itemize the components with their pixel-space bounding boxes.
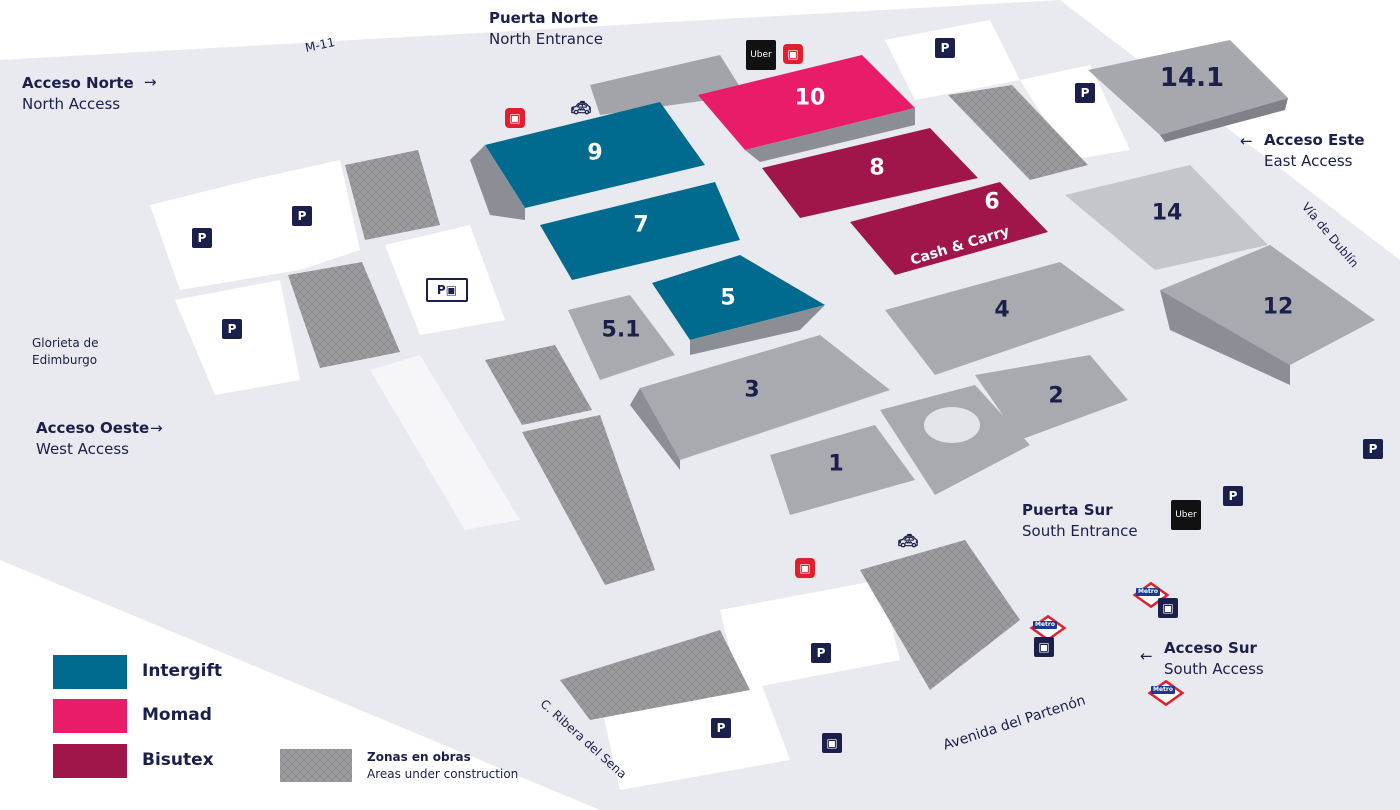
bus-parking-icon: P▣ bbox=[426, 278, 468, 302]
hall-12[interactable]: 12 bbox=[1262, 294, 1294, 320]
taxi-icon: 🚕︎ bbox=[897, 530, 919, 550]
parking-icon: P bbox=[935, 38, 955, 58]
legend-construction-en: Areas under construction bbox=[367, 767, 519, 781]
metro-icon: Metro bbox=[1131, 582, 1165, 602]
hall-3[interactable]: 3 bbox=[744, 377, 760, 403]
halls bbox=[470, 40, 1375, 515]
arrow-left-icon: ← bbox=[1140, 647, 1153, 665]
hall-10[interactable]: 10 bbox=[794, 85, 826, 111]
legend-intergift: Intergift bbox=[142, 661, 222, 681]
hall-14-1[interactable]: 14.1 bbox=[1159, 63, 1225, 93]
bus-icon: ▣ bbox=[783, 44, 803, 64]
hall-1[interactable]: 1 bbox=[828, 451, 844, 477]
metro-icon: Metro bbox=[1028, 615, 1062, 635]
bus-icon: ▣ bbox=[505, 108, 525, 128]
parking-icon: P bbox=[711, 718, 731, 738]
parking-icon: P bbox=[292, 206, 312, 226]
parking-icon: P bbox=[1223, 486, 1243, 506]
hall-8[interactable]: 8 bbox=[869, 155, 885, 181]
uber-icon: Uber bbox=[1171, 500, 1201, 530]
parking-icon: P bbox=[811, 643, 831, 663]
parking-icon: P bbox=[1075, 83, 1095, 103]
hall-2[interactable]: 2 bbox=[1048, 383, 1064, 409]
legend-construction-swatch bbox=[280, 749, 352, 782]
metro-label: Metro bbox=[1033, 621, 1057, 629]
parking-icon: P bbox=[192, 228, 212, 248]
metro-label: Metro bbox=[1151, 686, 1175, 694]
construction-zones bbox=[288, 85, 1088, 720]
parking-icon: P bbox=[222, 319, 242, 339]
bus-stop-icon: ▣ bbox=[822, 733, 842, 753]
parking-icon: P bbox=[1363, 439, 1383, 459]
bus-icon: ▣ bbox=[795, 558, 815, 578]
hall-4[interactable]: 4 bbox=[994, 297, 1010, 323]
metro-label: Metro bbox=[1136, 588, 1160, 596]
hall-6[interactable]: 6 bbox=[984, 189, 1000, 215]
legend-bisutex: Bisutex bbox=[142, 750, 214, 770]
legend-swatch-intergift bbox=[53, 655, 127, 689]
bus-stop-icon: ▣ bbox=[1034, 637, 1054, 657]
hall-9[interactable]: 9 bbox=[587, 140, 603, 166]
bus-stop-icon: ▣ bbox=[1158, 598, 1178, 618]
hall-14[interactable]: 14 bbox=[1151, 200, 1183, 226]
legend-construction-es: Zonas en obras bbox=[367, 750, 471, 764]
road-glorieta: Glorieta de Edimburgo bbox=[32, 336, 99, 367]
hall-5[interactable]: 5 bbox=[720, 285, 736, 311]
legend-momad: Momad bbox=[142, 705, 212, 725]
legend-swatch-bisutex bbox=[53, 744, 127, 778]
hall-7[interactable]: 7 bbox=[633, 212, 649, 238]
hall-5-1[interactable]: 5.1 bbox=[601, 317, 641, 343]
taxi-icon: 🚕︎ bbox=[570, 97, 592, 117]
arrow-right-icon: → bbox=[144, 73, 157, 91]
legend-swatch-momad bbox=[53, 699, 127, 733]
arrow-left-icon: ← bbox=[1240, 132, 1253, 150]
uber-icon: Uber bbox=[746, 40, 776, 70]
arrow-right-icon: → bbox=[150, 419, 163, 437]
metro-icon: Metro bbox=[1146, 680, 1180, 700]
